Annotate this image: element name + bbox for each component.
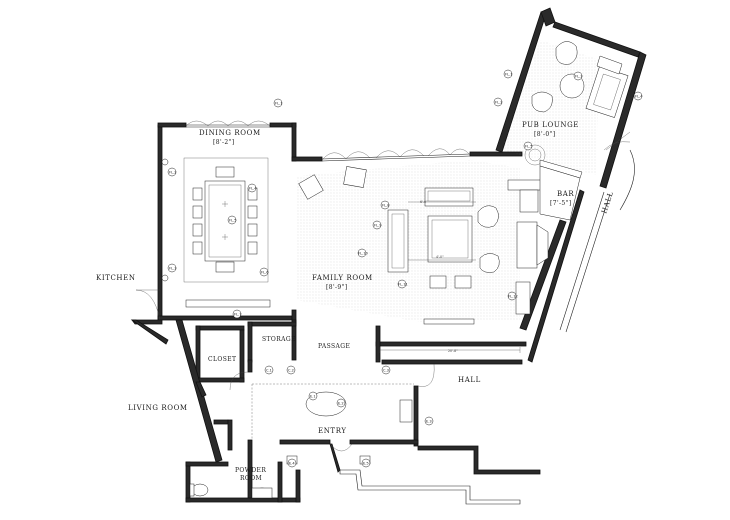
hall-right-label: HALL [600, 190, 615, 214]
fixture-tag: C.1 [264, 365, 274, 375]
svg-text:FL.4: FL.4 [249, 187, 257, 191]
svg-text:FL.5: FL.5 [229, 219, 237, 223]
entry-label: ENTRY [318, 427, 347, 435]
svg-text:FL.10: FL.10 [358, 252, 368, 256]
fixture-tag: E.5 [361, 458, 371, 468]
pub-lounge-dims: [8'-0"] [534, 131, 556, 138]
walls [130, 7, 647, 505]
svg-text:FL.2: FL.2 [169, 171, 177, 175]
dimension-label: 4'-0" [436, 255, 444, 259]
svg-text:FL.6: FL.6 [261, 271, 269, 275]
dining-room-furniture [161, 120, 271, 308]
svg-text:E.5: E.5 [363, 462, 369, 466]
svg-text:E.3: E.3 [426, 420, 432, 424]
svg-text:FL.4: FL.4 [635, 95, 643, 99]
svg-text:FL.11: FL.11 [398, 283, 408, 287]
svg-text:FL.8: FL.8 [382, 204, 390, 208]
fixture-tag: FL.4 [247, 183, 257, 193]
fixture-tag: FL.3 [573, 71, 583, 81]
room-labels: DINING ROOM [8'-2"] FAMILY ROOM [8'-9"] … [96, 121, 615, 482]
fixture-tag: E.1 [308, 391, 318, 401]
fixture-tag: FL.7 [232, 309, 242, 319]
svg-text:E.2: E.2 [338, 402, 344, 406]
svg-text:E.4: E.4 [289, 462, 295, 466]
fixture-tags: FL.1 FL.2 FL.3 FL.4 FL.5 FL.6 FL.7 FL.8 … [167, 69, 643, 468]
bar-counter [519, 159, 583, 221]
closet-label: CLOSET [208, 356, 236, 363]
bar-label: BAR [557, 190, 574, 198]
svg-text:C.1: C.1 [266, 369, 272, 373]
svg-text:FL.1: FL.1 [505, 73, 513, 77]
fixture-tag: FL.9 [372, 220, 382, 230]
bar-dims: [7'-5"] [550, 200, 572, 207]
svg-text:FL.7: FL.7 [234, 313, 242, 317]
fixture-tag: FL.8 [380, 200, 390, 210]
fixture-tag: FL.12 [507, 291, 518, 301]
svg-text:FL.3: FL.3 [169, 267, 177, 271]
fixture-tag: FL.10 [357, 248, 368, 258]
fixture-tag: FL.1 [503, 69, 513, 79]
svg-text:E.1: E.1 [310, 395, 316, 399]
fixture-tag: E.3 [424, 416, 434, 426]
fixture-tag: C.3 [381, 365, 391, 375]
fixture-tag: FL.1 [273, 98, 283, 108]
svg-text:FL.12: FL.12 [508, 295, 518, 299]
entry-furniture [251, 363, 435, 465]
fixture-tag: FL.2 [167, 167, 177, 177]
svg-text:FL.1: FL.1 [275, 102, 283, 106]
dimension-label: 20'-8" [448, 349, 458, 353]
fixture-tag: FL.5 [523, 141, 533, 151]
dimension-label: 6'-0" [420, 200, 428, 204]
powder-room-label-2: ROOM [240, 475, 262, 482]
svg-text:FL.2: FL.2 [495, 101, 503, 105]
fixture-tag: E.2 [336, 398, 346, 408]
fixture-tag: FL.11 [397, 279, 408, 289]
passage-label: PASSAGE [318, 343, 350, 350]
fixture-tag: FL.5 [227, 215, 237, 225]
kitchen-label: KITCHEN [96, 274, 136, 282]
svg-text:C.2: C.2 [288, 369, 294, 373]
door-swings [135, 131, 631, 391]
fixture-tag: FL.4 [633, 91, 643, 101]
svg-text:FL.9: FL.9 [374, 224, 382, 228]
storage-label: STORAGE [262, 336, 296, 343]
powder-room-label: POWDER [235, 467, 266, 474]
family-room-furniture: 4'-0" 6'-0" 20'-8" [298, 148, 549, 353]
svg-text:C.3: C.3 [383, 369, 389, 373]
fixture-tag: C.2 [286, 365, 296, 375]
family-room-label: FAMILY ROOM [312, 274, 373, 282]
fixture-tag: FL.6 [259, 267, 269, 277]
dining-room-label: DINING ROOM [199, 129, 261, 137]
svg-text:FL.5: FL.5 [525, 145, 533, 149]
fixture-tag: E.4 [287, 458, 297, 468]
fixture-tag: FL.2 [493, 97, 503, 107]
fixture-tag: FL.3 [167, 263, 177, 273]
dining-room-dims: [8'-2"] [213, 139, 235, 146]
living-room-label: LIVING ROOM [128, 404, 188, 412]
hall-bottom-label: HALL [458, 376, 481, 384]
pub-lounge-label: PUB LOUNGE [522, 121, 579, 129]
family-room-dims: [8'-9"] [326, 284, 348, 291]
powder-room-fixtures [189, 483, 273, 499]
svg-text:FL.3: FL.3 [575, 75, 583, 79]
